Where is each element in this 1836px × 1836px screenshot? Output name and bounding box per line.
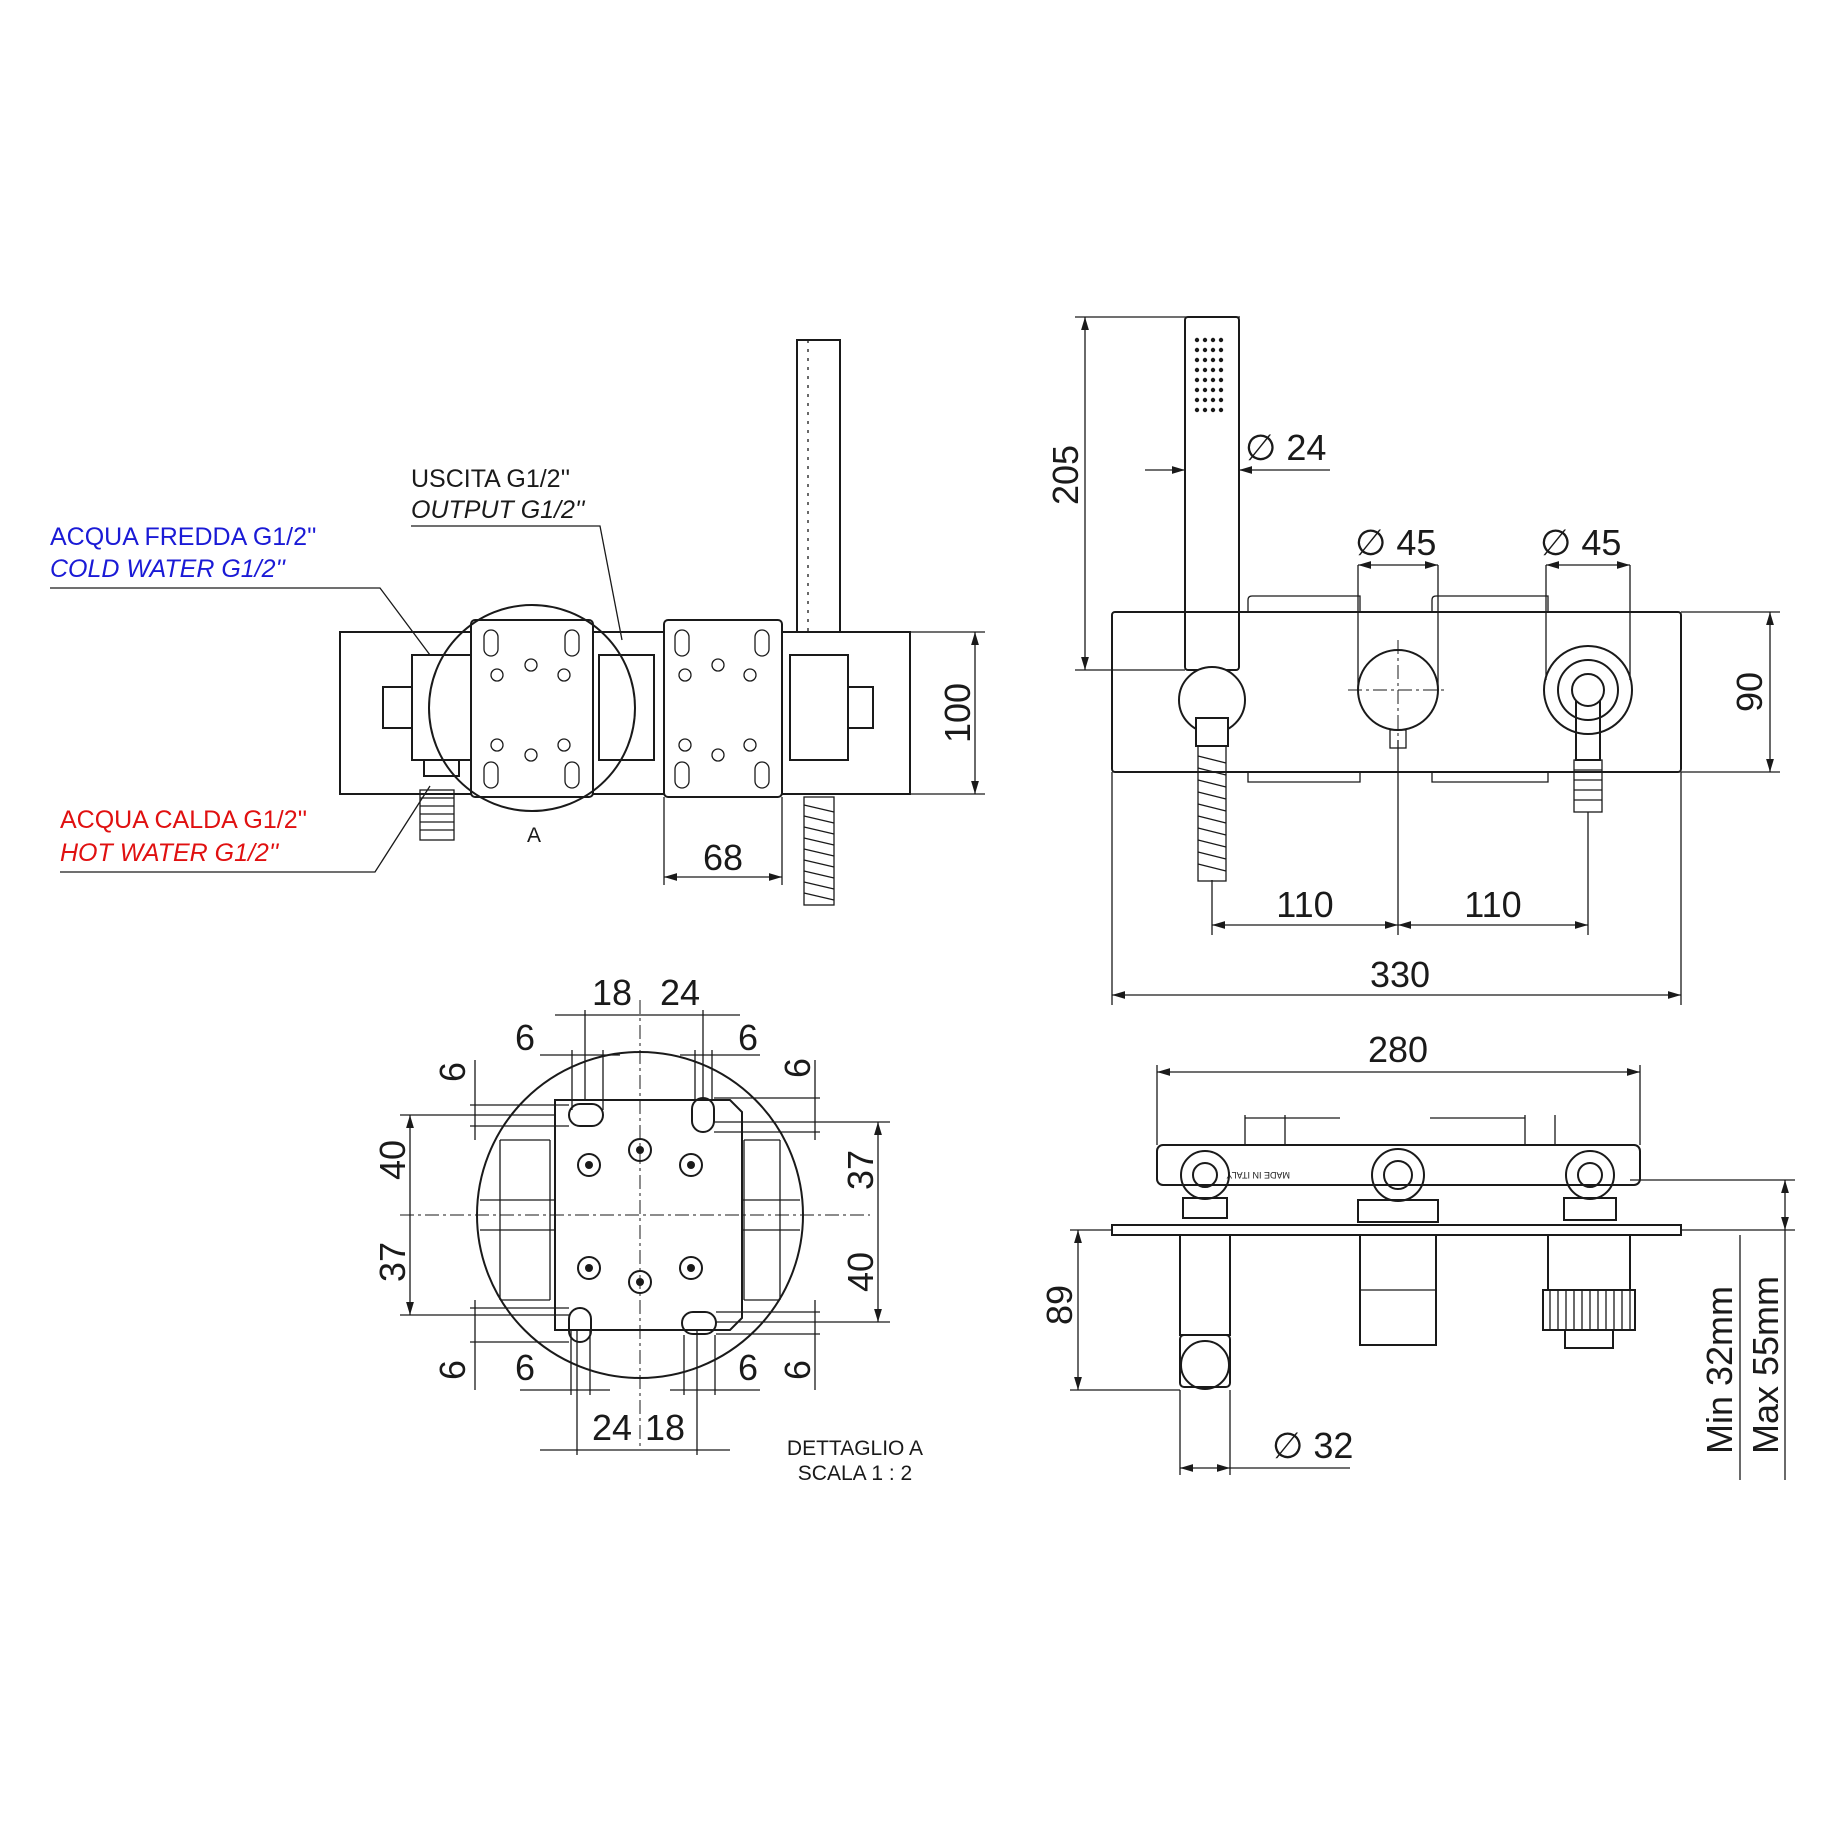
dim-spacing-right: 110: [1464, 884, 1521, 925]
detail-bracket: [554, 1099, 743, 1331]
detail-dim-slot-bottom-left: 6: [515, 1347, 535, 1388]
label-cold-en: COLD WATER G1/2'': [50, 555, 286, 583]
top-view: MADE IN ITALY 280 89 ∅ 32: [1039, 1029, 1795, 1480]
detail-dim-top-left: 18: [592, 972, 632, 1013]
wall-plate-line: [1111, 1224, 1682, 1236]
made-in-label: MADE IN ITALY: [1226, 1170, 1290, 1180]
label-hot-it: ACQUA CALDA G1/2'': [60, 806, 307, 834]
hand-shower-side: [796, 339, 841, 633]
max-depth-label: Max 55mm: [1745, 1276, 1786, 1454]
shower-hose: [803, 796, 835, 906]
dim-plate-width: 330: [1370, 954, 1430, 995]
detail-dim-bottom-left: 24: [592, 1407, 632, 1448]
front-view: 205 ∅ 24 ∅ 45 ∅ 45 90 110 110 330: [1045, 316, 1780, 1005]
hose-outlet: [1180, 1340, 1230, 1390]
mounting-bracket-right: [663, 619, 783, 798]
detail-dim-slot-top-right: 6: [738, 1017, 758, 1058]
hot-hose-stub: [419, 789, 455, 841]
detail-ref-label: A: [527, 824, 541, 847]
side-view: A 100 68 USCITA G1/2'' OUTPUT G1/2'' ACQ…: [50, 339, 985, 906]
detail-dim-top-right: 24: [660, 972, 700, 1013]
label-output-it: USCITA G1/2'': [411, 465, 570, 493]
side-view-plate: [339, 631, 911, 795]
dim-plate-height: 90: [1729, 672, 1770, 712]
detail-title: DETTAGLIO A: [787, 1437, 923, 1460]
detail-dim-right-upper: 37: [840, 1150, 881, 1190]
port-center: [1357, 1148, 1439, 1223]
dim-knob1-dia: ∅ 45: [1355, 522, 1436, 563]
detail-dim-side-top-right: 6: [777, 1058, 818, 1078]
dim-body-length: 280: [1368, 1029, 1428, 1070]
spray-dots: [1194, 337, 1224, 413]
detail-dim-side-top-left: 6: [432, 1062, 473, 1082]
mixer-knob: [1543, 645, 1633, 735]
port-right: [1563, 1150, 1617, 1221]
valve-body: [1156, 1144, 1641, 1186]
output-fitting: [598, 654, 655, 761]
min-depth-label: Min 32mm: [1699, 1286, 1740, 1454]
front-plate: [1111, 611, 1682, 773]
detail-dim-bottom-right: 18: [645, 1407, 685, 1448]
detail-circle-a: [428, 604, 636, 812]
dim-handshower-length: 205: [1045, 445, 1086, 505]
dim-outlet-dia: ∅ 32: [1272, 1425, 1353, 1466]
detail-scale: SCALA 1 : 2: [798, 1462, 912, 1485]
right-fitting: [789, 654, 874, 761]
label-output-en: OUTPUT G1/2'': [411, 496, 586, 524]
cold-inlet-fitting: [382, 654, 472, 777]
dim-handshower-dia: ∅ 24: [1245, 427, 1326, 468]
dim-body-width: 68: [703, 837, 743, 878]
dim-spacing-left: 110: [1276, 884, 1333, 925]
detail-dim-slot-bottom-right: 6: [738, 1347, 758, 1388]
detail-dim-side-bottom-left: 6: [432, 1360, 473, 1380]
dim-knob2-dia: ∅ 45: [1540, 522, 1621, 563]
dim-projection: 89: [1039, 1285, 1080, 1325]
detail-dim-side-bottom-right: 6: [777, 1360, 818, 1380]
front-hose: [1197, 745, 1227, 882]
label-cold-it: ACQUA FREDDA G1/2'': [50, 523, 317, 551]
detail-a-view: 18 24 6 6 24 18 6 6 6 6: [372, 972, 923, 1485]
detail-dim-right-lower: 40: [840, 1252, 881, 1292]
label-hot-en: HOT WATER G1/2'': [60, 839, 280, 867]
detail-dim-left-lower: 37: [372, 1242, 413, 1282]
dim-front-height: 100: [937, 683, 978, 743]
port-left: [1180, 1150, 1230, 1219]
mounting-bracket-left: [470, 619, 594, 798]
right-cartridge: [1547, 1234, 1631, 1291]
detail-dim-slot-top-left: 6: [515, 1017, 535, 1058]
detail-dim-left-upper: 40: [372, 1140, 413, 1180]
